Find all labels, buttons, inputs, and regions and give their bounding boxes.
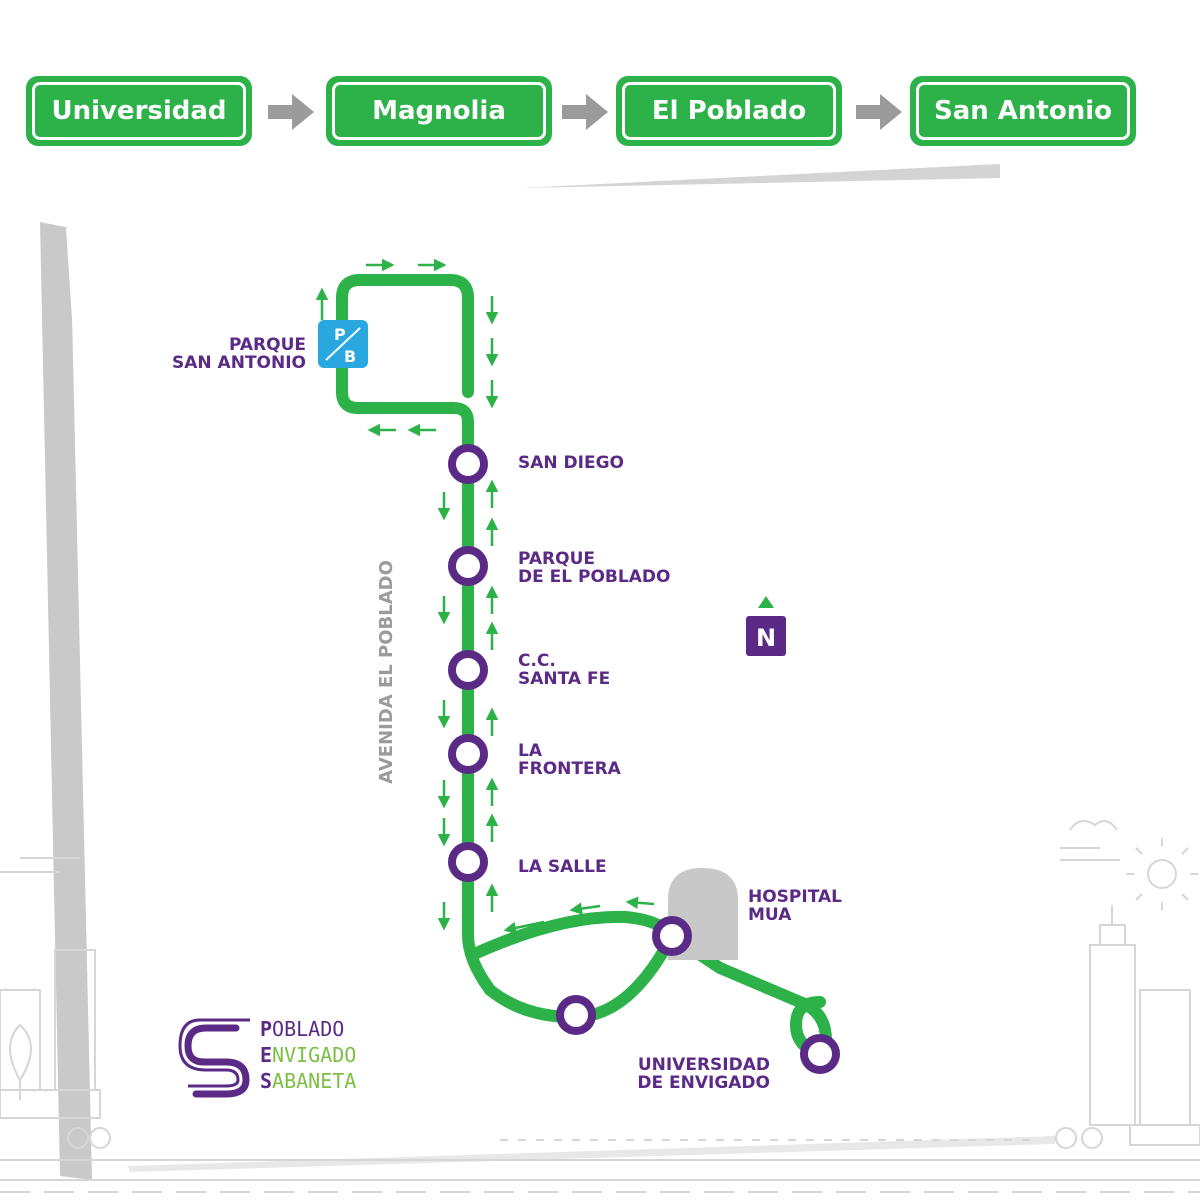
paper-card bbox=[40, 164, 1055, 1180]
route-stop-label: El Poblado bbox=[622, 82, 836, 140]
station-label: PARQUE bbox=[518, 549, 595, 569]
terminal-label-line1: PARQUE bbox=[229, 335, 306, 355]
arrow-right-icon bbox=[268, 94, 314, 130]
station-label: SANTA FE bbox=[518, 669, 610, 689]
station-marker-intermediate[interactable] bbox=[556, 995, 596, 1035]
north-compass: N bbox=[746, 596, 786, 656]
route-stop-label: Magnolia bbox=[332, 82, 546, 140]
hospital-label-line1: HOSPITAL bbox=[748, 887, 842, 907]
logo-line2: ENVIGADO bbox=[260, 1043, 356, 1067]
station-marker-la-salle[interactable] bbox=[448, 842, 488, 882]
logo-line3: SABANETA bbox=[260, 1069, 356, 1093]
station-label: SAN DIEGO bbox=[518, 453, 624, 473]
station-marker-la-frontera[interactable] bbox=[448, 734, 488, 774]
route-stop-magnolia: Magnolia bbox=[326, 76, 552, 146]
university-label-line1: UNIVERSIDAD bbox=[638, 1055, 770, 1075]
station-marker-universidad-envigado[interactable] bbox=[800, 1034, 840, 1074]
street-label: AVENIDA EL POBLADO bbox=[376, 560, 397, 784]
terminal-label-line2: SAN ANTONIO bbox=[172, 353, 306, 373]
station-marker-parque-el-poblado[interactable] bbox=[448, 546, 488, 586]
badge-b: B bbox=[344, 347, 356, 366]
station-label: LA SALLE bbox=[518, 857, 607, 877]
route-stop-el-poblado: El Poblado bbox=[616, 76, 842, 146]
station-label: LA bbox=[518, 741, 543, 761]
route-stop-label: Universidad bbox=[32, 82, 246, 140]
poblado-envigado-sabaneta-logo: POBLADO ENVIGADO SABANETA bbox=[178, 1017, 356, 1098]
station-marker-hospital-mua[interactable] bbox=[652, 916, 692, 956]
direction-arrows bbox=[315, 258, 655, 935]
badge-p: P bbox=[334, 325, 346, 344]
stations bbox=[448, 444, 840, 1074]
university-label-line2: DE ENVIGADO bbox=[637, 1073, 770, 1093]
hospital-label-line2: MUA bbox=[748, 905, 792, 925]
station-label: DE EL POBLADO bbox=[518, 567, 670, 587]
route-sequence: Universidad Magnolia El Poblado San Anto… bbox=[0, 0, 1200, 190]
route-stop-label: San Antonio bbox=[916, 82, 1130, 140]
route-stop-san-antonio: San Antonio bbox=[910, 76, 1136, 146]
station-label: FRONTERA bbox=[518, 759, 622, 779]
logo-line1: POBLADO bbox=[260, 1017, 344, 1041]
city-skyline-illustration bbox=[0, 820, 1200, 1193]
north-arrow-icon bbox=[758, 596, 774, 608]
station-marker-san-diego[interactable] bbox=[448, 444, 488, 484]
arrow-right-icon bbox=[856, 94, 902, 130]
arrow-right-icon bbox=[562, 94, 608, 130]
station-marker-santa-fe[interactable] bbox=[448, 650, 488, 690]
park-and-ride-badge: P B bbox=[318, 320, 368, 368]
route-stop-universidad: Universidad bbox=[26, 76, 252, 146]
compass-label: N bbox=[756, 624, 776, 652]
station-label: C.C. bbox=[518, 651, 556, 671]
